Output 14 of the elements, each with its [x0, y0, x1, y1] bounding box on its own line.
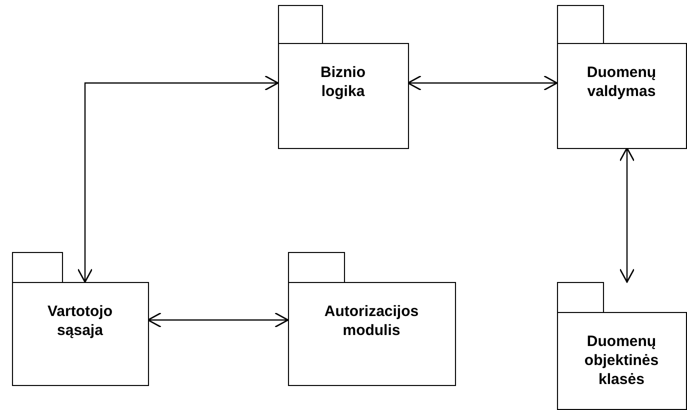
package-symbol	[278, 5, 409, 149]
package-name: Vartotojo sąsaja	[46, 302, 114, 340]
arrow	[77, 75, 279, 283]
arrow	[147, 312, 289, 328]
package-name: Biznio logika	[320, 63, 366, 101]
package-symbol	[557, 282, 687, 410]
package-symbol	[557, 5, 687, 149]
arrow	[619, 147, 635, 283]
package-name: Duomenų objektinės klasės	[583, 332, 660, 389]
package-symbol	[288, 252, 456, 386]
package-name: Duomenų valdymas	[586, 63, 658, 101]
package-name: Autorizacijos modulis	[323, 302, 420, 340]
package-symbol	[12, 252, 149, 386]
arrow	[407, 75, 558, 91]
